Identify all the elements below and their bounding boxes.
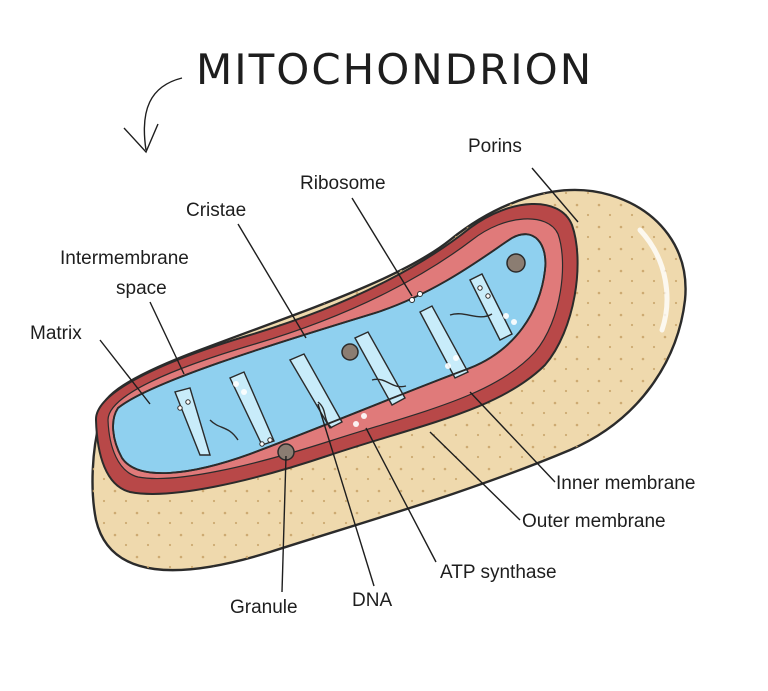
label-intermembrane: Intermembrane	[60, 248, 189, 269]
label-inner-membrane: Inner membrane	[556, 473, 695, 494]
label-atp-synthase: ATP synthase	[440, 562, 557, 583]
label-porins: Porins	[468, 136, 522, 157]
label-granule: Granule	[230, 597, 298, 618]
granule-icon	[277, 253, 526, 461]
atp-synthase-icon	[233, 313, 517, 427]
matrix-region	[112, 233, 547, 474]
leader-lines	[99, 167, 579, 593]
label-outer-membrane: Outer membrane	[522, 511, 666, 532]
dna-icon	[209, 313, 493, 441]
label-ribosome: Ribosome	[300, 173, 386, 194]
ribosome-icon	[177, 285, 491, 447]
title-arrow-head-icon	[123, 123, 159, 154]
page-title: MITOCHONDRION	[196, 45, 593, 94]
label-intermembrane-space: space	[116, 278, 167, 299]
label-cristae: Cristae	[186, 200, 246, 221]
label-dna: DNA	[352, 590, 392, 611]
title-arrow-icon	[143, 77, 183, 151]
label-matrix: Matrix	[30, 323, 82, 344]
